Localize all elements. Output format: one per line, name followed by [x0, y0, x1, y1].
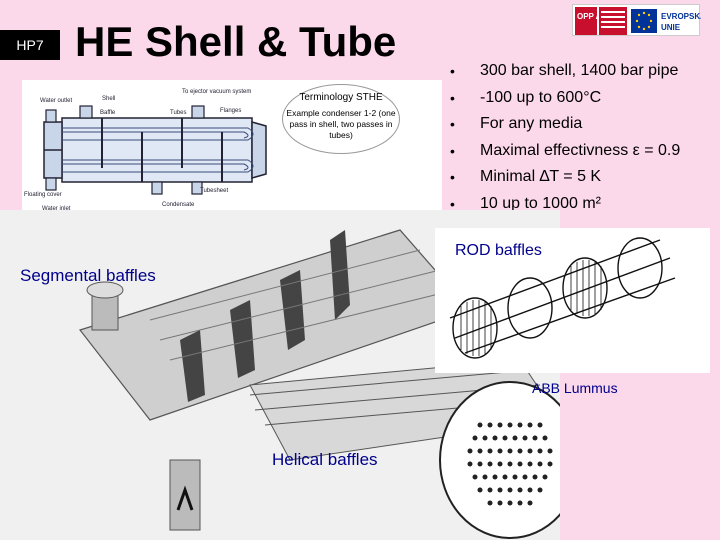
- terminology-callout: Terminology STHE Example condenser 1-2 (…: [282, 84, 400, 154]
- label-floating-cover: Floating cover: [24, 192, 62, 198]
- svg-text:EVROPSKÁ: EVROPSKÁ: [661, 12, 701, 21]
- helical-exchanger-drawing: [0, 210, 560, 540]
- abb-lummus-label: ABB Lummus: [532, 380, 618, 396]
- callout-title: Terminology STHE: [299, 92, 383, 103]
- spec-list: •300 bar shell, 1400 bar pipe •-100 up t…: [450, 58, 680, 217]
- rod-baffles-label: ROD baffles: [455, 242, 542, 259]
- slide-title: HE Shell & Tube: [75, 18, 397, 65]
- label-tubes: Tubes: [170, 110, 186, 116]
- label-flanges: Flanges: [220, 108, 241, 114]
- list-item: •For any media: [450, 115, 583, 132]
- list-item: •Minimal ∆T = 5 K: [450, 168, 602, 185]
- callout-text: Example condenser 1-2 (one pass in shell…: [286, 108, 396, 140]
- eu-logo: OPP A EVROPSKÁ UNIE: [572, 4, 706, 36]
- label-baffle: Baffle: [100, 110, 116, 116]
- list-item: •300 bar shell, 1400 bar pipe: [450, 62, 679, 79]
- svg-text:UNIE: UNIE: [661, 23, 681, 32]
- list-item: •-100 up to 600°C: [450, 88, 602, 106]
- list-item: •10 up to 1000 m²: [450, 194, 601, 212]
- label-vacuum: To ejector vacuum system: [182, 89, 251, 95]
- logo-opp-text: OPP A: [577, 12, 602, 21]
- label-water-outlet: Water outlet: [40, 98, 72, 104]
- list-item: •Maximal effectivness ε = 0.9: [450, 141, 681, 159]
- label-water-inlet: Water inlet: [42, 206, 71, 212]
- segmental-baffles-label: Segmental baffles: [20, 266, 156, 285]
- helical-baffles-label: Helical baffles: [272, 450, 378, 469]
- label-tubesheet: Tubesheet: [200, 188, 228, 194]
- label-condensate: Condensate: [162, 202, 195, 208]
- label-shell: Shell: [102, 96, 115, 102]
- slide-number-tag: HP7: [0, 30, 60, 60]
- rod-baffles-drawing: [435, 228, 710, 373]
